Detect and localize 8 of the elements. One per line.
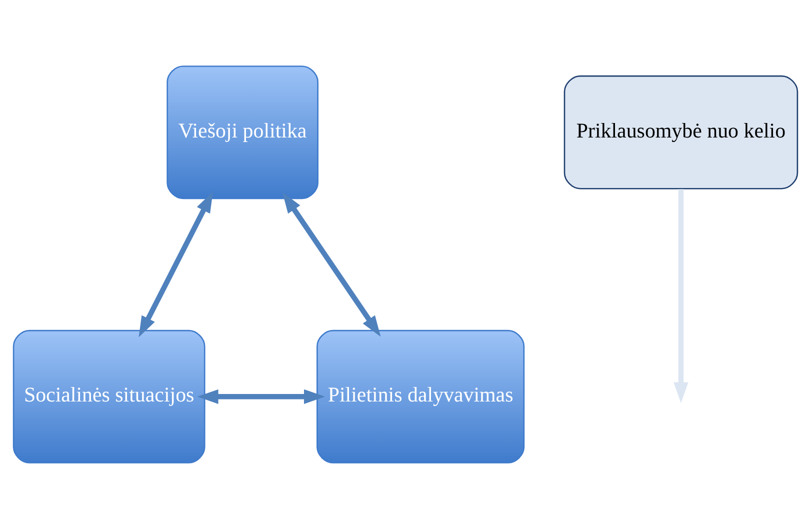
arrow <box>674 189 688 404</box>
node-box: Pilietinis dalyvavimas <box>316 330 525 464</box>
arrow <box>138 192 213 338</box>
arrow <box>197 389 326 404</box>
arrow <box>282 192 381 337</box>
node-box: Priklausomybė nuo kelio <box>564 75 798 190</box>
node-box: Socialinės situacijos <box>12 330 206 464</box>
node-box: Viešoji politika <box>166 66 318 200</box>
